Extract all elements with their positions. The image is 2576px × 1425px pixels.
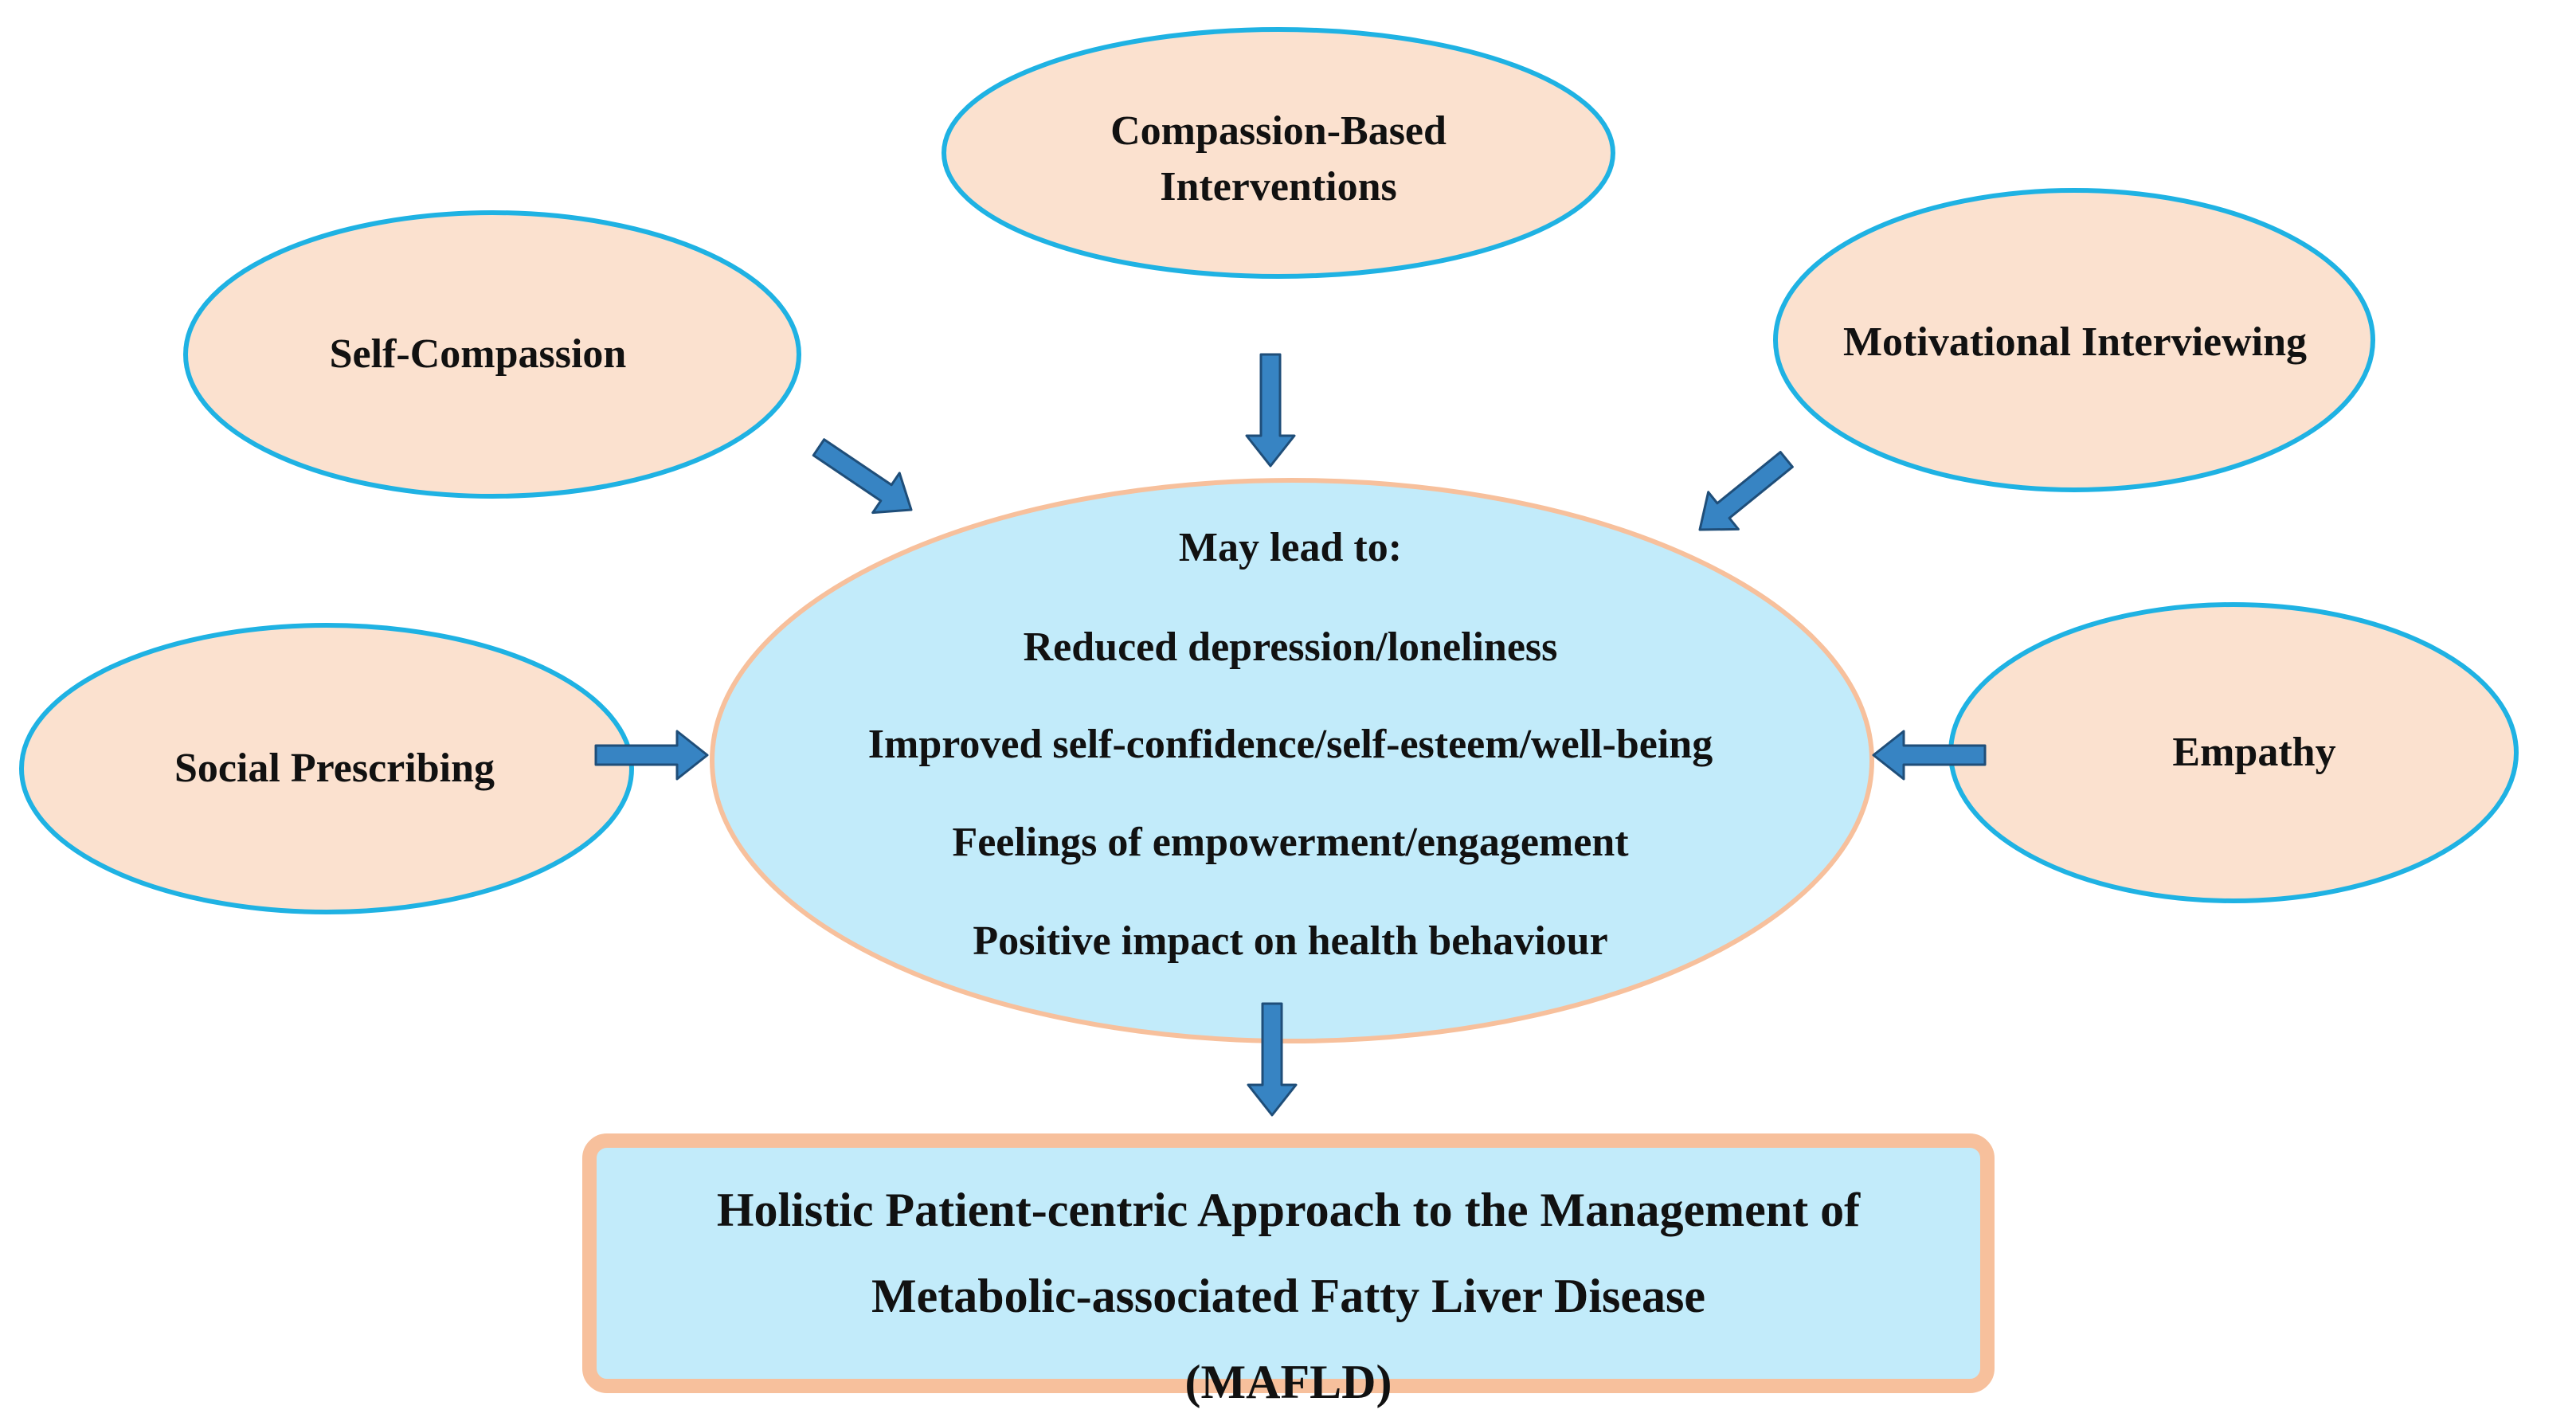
self-compassion-node <box>183 210 801 499</box>
outcomes-node <box>710 478 1874 1043</box>
social-prescribing-label: Social Prescribing <box>174 746 495 791</box>
outcomes-heading: May lead to: <box>1178 525 1403 570</box>
motivational-interviewing-label: Motivational Interviewing <box>1842 319 2308 365</box>
compassion-based-line2: Interventions <box>1160 164 1397 209</box>
result-line1: Holistic Patient-centric Approach to the… <box>716 1184 1861 1236</box>
compassion-based-line1: Compassion-Based <box>1110 108 1447 154</box>
social-prescribing-node <box>19 623 634 914</box>
outcome-item: Improved self-confidence/self-esteem/wel… <box>867 722 1713 767</box>
outcome-item: Feelings of empowerment/engagement <box>952 820 1629 865</box>
motivational-interviewing-node <box>1773 188 2375 492</box>
compassion-based-interventions-label: Compassion-Based Interventions <box>988 104 1569 215</box>
result-line3: (MAFLD) <box>1184 1356 1392 1408</box>
arrow-from-self-compassion <box>804 426 926 531</box>
result-line2: Metabolic-associated Fatty Liver Disease <box>871 1270 1705 1322</box>
compassion-based-interventions-node <box>942 27 1615 279</box>
empathy-label: Empathy <box>2172 730 2336 775</box>
result-title: Holistic Patient-centric Approach to the… <box>593 1167 1983 1425</box>
outcome-item: Reduced depression/loneliness <box>1023 624 1558 670</box>
result-box <box>582 1133 1995 1393</box>
self-compassion-label: Self-Compassion <box>329 331 627 377</box>
arrow-from-compassion-based <box>1245 353 1296 468</box>
outcome-item: Positive impact on health behaviour <box>973 918 1608 964</box>
